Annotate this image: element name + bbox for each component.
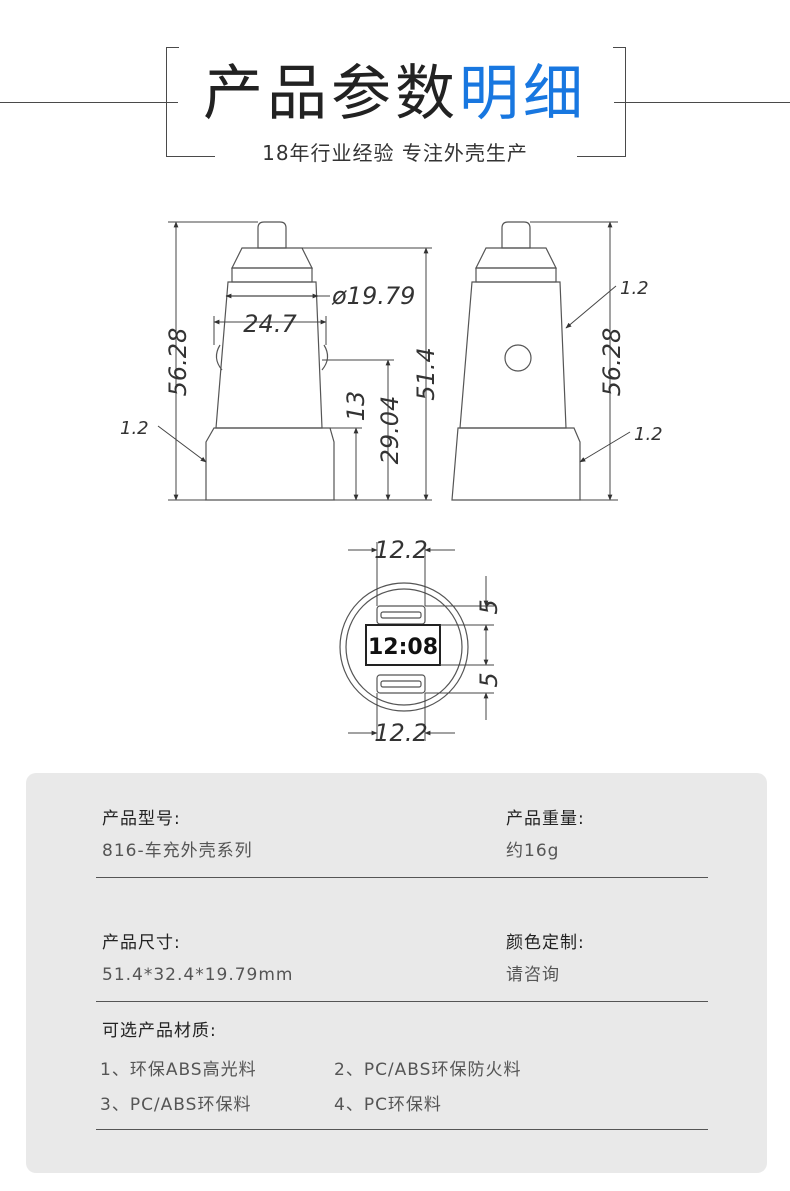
material-item-1: 1、环保ABS高光料 bbox=[100, 1060, 257, 1080]
header-rule-left bbox=[0, 102, 178, 103]
dim-gap-bottom: 5 bbox=[475, 672, 503, 687]
dim-width: 24.7 bbox=[243, 310, 297, 338]
dim-chamfer-back-bottom: 1.2 bbox=[634, 424, 663, 445]
dim-chamfer-side: 1.2 bbox=[120, 418, 149, 439]
header-rule-right bbox=[614, 102, 790, 103]
subtitle-text: 18年行业经验 专注外壳生产 bbox=[254, 141, 536, 165]
size-value: 51.4*32.4*19.79mm bbox=[102, 965, 294, 985]
model-value: 816-车充外壳系列 bbox=[102, 841, 253, 861]
title-main: 产品参数 bbox=[203, 59, 459, 129]
page-subtitle: 18年行业经验 专注外壳生产 bbox=[0, 140, 790, 166]
weight-value: 约16g bbox=[506, 841, 560, 861]
dim-base-height: 13 bbox=[342, 391, 370, 422]
material-item-3: 3、PC/ABS环保料 bbox=[100, 1095, 252, 1115]
material-item-4: 4、PC环保料 bbox=[334, 1095, 442, 1115]
weight-label: 产品重量: bbox=[506, 809, 585, 829]
divider-3 bbox=[96, 1129, 708, 1130]
material-item-2: 2、PC/ABS环保防火料 bbox=[334, 1060, 522, 1080]
dim-back-height-total: 56.28 bbox=[598, 328, 626, 397]
dim-chamfer-back-top: 1.2 bbox=[620, 278, 649, 299]
divider-2 bbox=[96, 1001, 708, 1002]
back-view bbox=[451, 221, 581, 501]
display-time: 12:08 bbox=[368, 635, 438, 660]
dim-port-width-top: 12.2 bbox=[374, 536, 427, 564]
side-view bbox=[205, 221, 335, 501]
model-label: 产品型号: bbox=[102, 809, 181, 829]
title-highlight: 明细 bbox=[459, 59, 587, 129]
dim-lower-height: 29.04 bbox=[376, 396, 404, 465]
page-title: 产品参数明细 bbox=[0, 58, 790, 130]
dim-diameter: ø19.79 bbox=[331, 282, 415, 310]
spec-panel bbox=[26, 773, 767, 1173]
dim-side-height-total: 56.28 bbox=[164, 328, 192, 397]
dim-body-height: 51.4 bbox=[412, 347, 440, 400]
technical-drawing: 56.28 51.4 ø19.79 24.7 13 29.04 56.28 12… bbox=[120, 221, 663, 747]
divider-1 bbox=[96, 877, 708, 878]
top-view bbox=[339, 582, 469, 712]
color-label: 颜色定制: bbox=[506, 933, 585, 953]
color-value: 请咨询 bbox=[506, 965, 560, 985]
size-label: 产品尺寸: bbox=[102, 933, 181, 953]
dim-port-width-bottom: 12.2 bbox=[374, 719, 427, 747]
dim-gap-top: 5 bbox=[475, 599, 503, 614]
materials-label: 可选产品材质: bbox=[102, 1021, 217, 1041]
